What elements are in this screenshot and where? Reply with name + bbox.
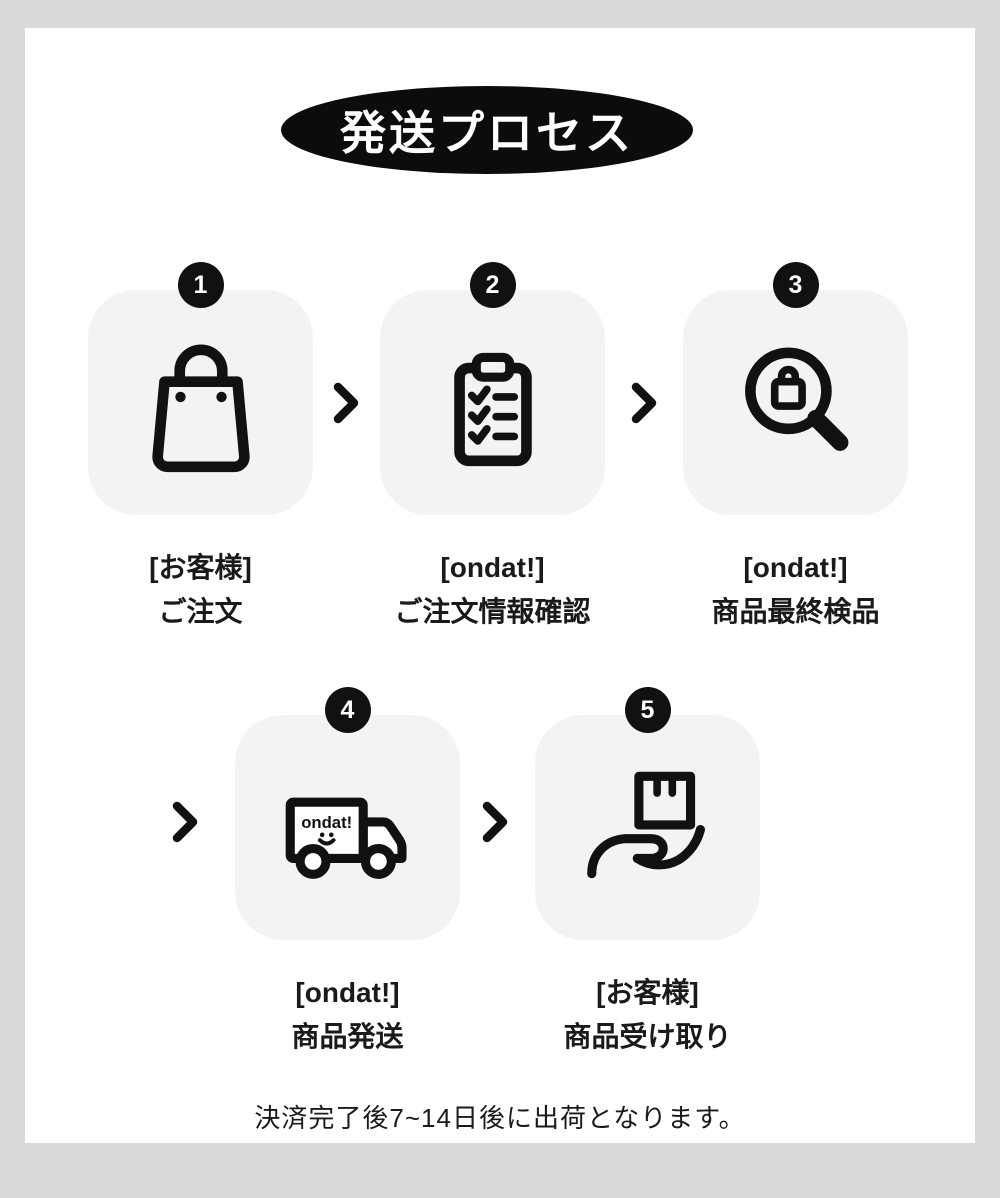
step-customer-order: 1 [お客様] ご注文 [88, 262, 313, 627]
magnifier-bag-icon [744, 347, 848, 451]
truck-brand-label: ondat! [301, 813, 352, 832]
step-actor: [ondat!] [295, 977, 400, 1008]
step-number: 4 [340, 695, 355, 724]
step-arrow [627, 378, 661, 428]
step-action: ご注文 [158, 596, 243, 627]
step-number-badge: 5 [624, 687, 671, 733]
step-final-inspection: 3 [ondat!] 商品最終検品 [683, 262, 908, 627]
step-receive: 5 [お客様] 商品受け取り [535, 687, 760, 1052]
step-tile: ondat! [235, 715, 460, 940]
page-title: 発送プロセス [340, 107, 634, 159]
step-arrow [168, 797, 202, 847]
step-arrow [329, 378, 363, 428]
step-number-badge: 2 [469, 262, 516, 308]
step-tile [380, 290, 605, 515]
step-label: [お客様] ご注文 [11, 546, 391, 634]
step-action: ご注文情報確認 [394, 596, 591, 627]
step-number: 1 [193, 270, 208, 299]
content-panel [25, 28, 975, 1143]
step-number-badge: 3 [772, 262, 819, 308]
step-number-badge: 4 [324, 687, 371, 733]
step-number: 5 [640, 695, 655, 724]
delivery-truck-icon: ondat! [285, 797, 407, 879]
step-number: 2 [485, 270, 500, 299]
chevron-right-icon [631, 382, 657, 424]
step-action: 商品受け取り [563, 1021, 732, 1052]
step-label: [ondat!] ご注文情報確認 [303, 546, 683, 634]
step-label: [ondat!] 商品発送 [158, 971, 538, 1059]
chevron-right-icon [333, 382, 359, 424]
chevron-right-icon [482, 801, 508, 843]
footer-note: 決済完了後7~14日後に出荷となります。 [254, 1103, 746, 1133]
step-shipping: ondat! 4 [ondat!] 商品発送 [235, 687, 460, 1052]
step-arrow [478, 797, 512, 847]
step-order-confirmation: 2 [ondat!] ご注文情報確認 [380, 262, 605, 627]
step-number: 3 [788, 270, 803, 299]
clipboard-checklist-icon [453, 352, 532, 466]
step-label: [お客様] 商品受け取り [458, 971, 838, 1059]
step-actor: [ondat!] [743, 552, 848, 583]
step-action: 商品発送 [291, 1021, 404, 1052]
step-tile [535, 715, 760, 940]
title-banner: 発送プロセス [281, 86, 693, 174]
step-actor: [お客様] [596, 977, 699, 1008]
shopping-bag-icon [151, 344, 250, 472]
hand-holding-box-icon [586, 771, 705, 878]
step-actor: [ondat!] [440, 552, 545, 583]
step-tile [683, 290, 908, 515]
step-action: 商品最終検品 [711, 596, 880, 627]
step-number-badge: 1 [177, 262, 224, 308]
step-actor: [お客様] [149, 552, 252, 583]
chevron-right-icon [172, 801, 198, 843]
step-label: [ondat!] 商品最終検品 [606, 546, 986, 634]
step-tile [88, 290, 313, 515]
